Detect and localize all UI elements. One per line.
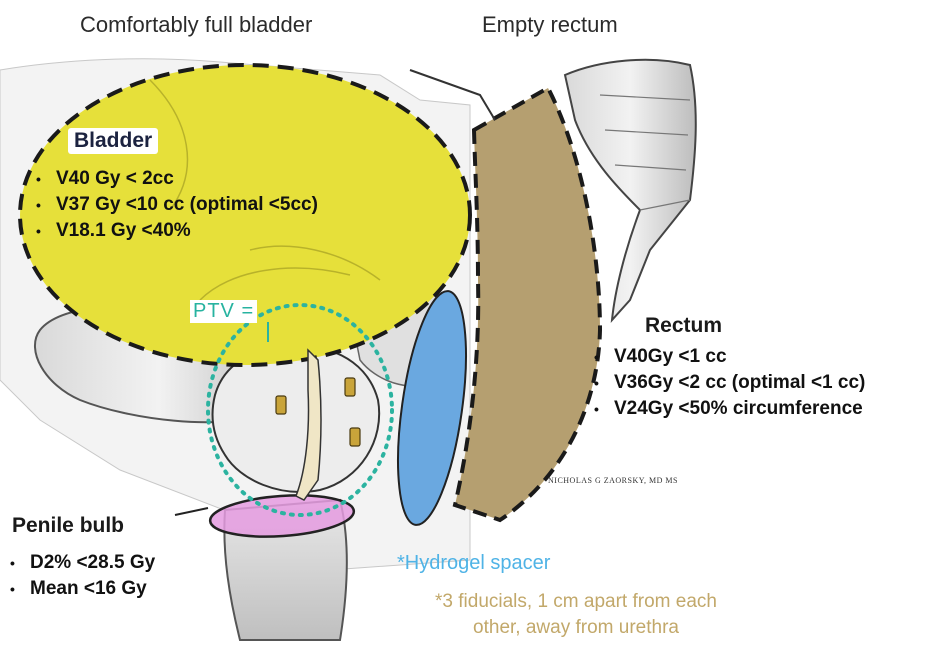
rectum-constraint: V40Gy <1 cc bbox=[590, 344, 865, 370]
fiducial-3 bbox=[350, 428, 360, 446]
rectum-constraint-list: V40Gy <1 cc V36Gy <2 cc (optimal <1 cc) … bbox=[590, 344, 865, 422]
prostate bbox=[212, 345, 379, 492]
penile-bulb-constraint: Mean <16 Gy bbox=[6, 576, 155, 602]
bladder-title: Comfortably full bladder bbox=[80, 12, 312, 38]
penile-bulb-constraint-list: D2% <28.5 Gy Mean <16 Gy bbox=[6, 550, 155, 602]
rectum-title: Empty rectum bbox=[482, 12, 618, 38]
fiducials-note-line1: *3 fiducials, 1 cm apart from each bbox=[392, 588, 760, 615]
fiducial-1 bbox=[276, 396, 286, 414]
illustrator-signature: NICHOLAS G ZAORSKY, MD MS bbox=[548, 476, 678, 485]
fiducial-2 bbox=[345, 378, 355, 396]
rectum-constraint: V24Gy <50% circumference bbox=[590, 396, 865, 422]
bladder-heading: Bladder bbox=[68, 128, 158, 154]
penile-bulb-heading: Penile bulb bbox=[12, 514, 124, 538]
bladder-constraint: V37 Gy <10 cc (optimal <5cc) bbox=[32, 192, 318, 218]
penile-bulb-constraint: D2% <28.5 Gy bbox=[6, 550, 155, 576]
hydrogel-note: *Hydrogel spacer bbox=[397, 552, 550, 575]
penile-bulb-pointer bbox=[175, 508, 208, 515]
ptv-label: PTV = bbox=[190, 300, 257, 323]
rectum-heading: Rectum bbox=[645, 314, 722, 338]
rectum-contour bbox=[455, 88, 600, 520]
bladder-constraint: V18.1 Gy <40% bbox=[32, 218, 318, 244]
fiducials-note-line2: other, away from urethra bbox=[392, 614, 760, 641]
bladder-constraint-list: V40 Gy < 2cc V37 Gy <10 cc (optimal <5cc… bbox=[32, 166, 318, 244]
rectum-constraint: V36Gy <2 cc (optimal <1 cc) bbox=[590, 370, 865, 396]
bladder-constraint: V40 Gy < 2cc bbox=[32, 166, 318, 192]
